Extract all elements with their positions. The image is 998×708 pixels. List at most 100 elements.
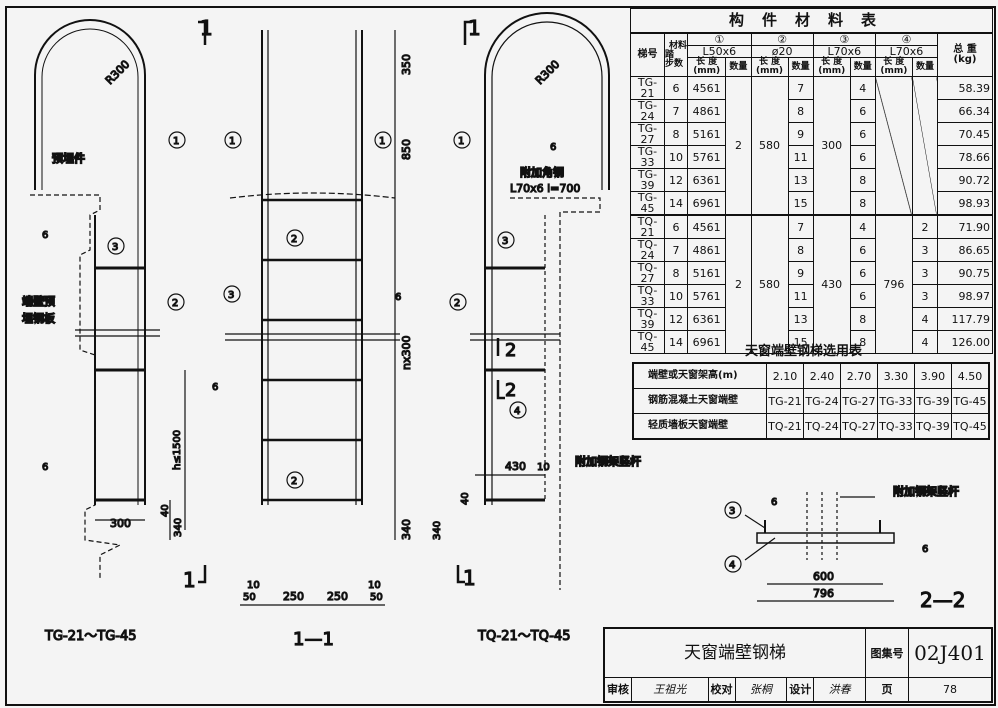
weld-label: 6 bbox=[395, 292, 401, 303]
part-callout-3: 3 bbox=[729, 506, 735, 517]
part-4-quantity: 4 bbox=[911, 307, 939, 331]
dim-340: 340 bbox=[173, 518, 184, 537]
extra-angle-spec: L70x6 l=700 bbox=[510, 182, 580, 195]
detail-2-2 bbox=[744, 492, 895, 602]
tg-ladder-elevation bbox=[30, 19, 186, 580]
part-callout-4: 4 bbox=[729, 560, 735, 571]
row-label: 轻质墙板天窗端壁 bbox=[632, 413, 767, 440]
atlas-number: 02J401 bbox=[908, 627, 993, 678]
weld-label: 6 bbox=[922, 544, 928, 555]
total-weight: 78.66 bbox=[937, 145, 993, 169]
part-3-spec: L70x6 bbox=[812, 45, 876, 58]
material-table-title: 构件材料表 bbox=[630, 8, 993, 34]
dim-50: 50 bbox=[370, 592, 383, 603]
atlas-label: 图集号 bbox=[865, 627, 909, 678]
check-signature: 张桐 bbox=[734, 677, 788, 702]
view-caption-1-1: 1—1 bbox=[293, 629, 334, 650]
dim-300: 300 bbox=[110, 517, 131, 530]
ladder-id: TG-24 bbox=[630, 99, 665, 123]
dim-850: 850 bbox=[400, 139, 413, 160]
part-callout-3: 3 bbox=[502, 236, 508, 247]
total-weight: 90.75 bbox=[937, 261, 993, 285]
section-1-1-ladder bbox=[225, 30, 400, 606]
total-weight: 71.90 bbox=[937, 214, 993, 239]
dim-40: 40 bbox=[160, 504, 171, 517]
header-weight-unit: (kg) bbox=[953, 54, 977, 65]
drawing-frame bbox=[5, 6, 996, 706]
part-2-quantity: 9 bbox=[787, 261, 814, 285]
table-cell: TG-45 bbox=[950, 388, 990, 414]
page-number: 78 bbox=[908, 677, 993, 702]
part-4-quantity bbox=[911, 76, 939, 216]
part-2-spec: ø20 bbox=[750, 45, 814, 58]
part-2-quantity: 7 bbox=[787, 214, 814, 239]
total-weight: 98.97 bbox=[937, 284, 993, 308]
part-3-quantity: 8 bbox=[849, 191, 876, 216]
part-3-quantity: 6 bbox=[849, 261, 876, 285]
ladder-id: TG-27 bbox=[630, 122, 665, 146]
part-2-length: 580 bbox=[750, 76, 789, 216]
weld-label: 6 bbox=[212, 382, 218, 393]
part-3-length: 300 bbox=[812, 76, 851, 216]
page-label: 页 bbox=[865, 677, 909, 702]
part-3-no: ③ bbox=[812, 32, 876, 46]
header-quantity: 数量 bbox=[787, 57, 814, 77]
part-4-spec: L70x6 bbox=[874, 45, 939, 58]
header-length-label: 长 度 bbox=[821, 57, 843, 67]
part-2-quantity: 11 bbox=[787, 145, 814, 169]
part-2-quantity: 11 bbox=[787, 284, 814, 308]
step-count: 6 bbox=[664, 76, 688, 100]
header-length: 长 度(mm) bbox=[750, 57, 789, 77]
material-table: 构件材料表 梯号 材料 踏 步数 ① ② ③ ④ 总 重 (kg) L50x6 … bbox=[630, 8, 993, 354]
section-mark-1: 1 bbox=[200, 16, 213, 40]
header-weight-label: 总 重 bbox=[953, 44, 977, 55]
part-3-quantity: 6 bbox=[849, 122, 876, 146]
part-callout-1: 1 bbox=[173, 136, 179, 147]
height-limit-label: h≤1500 bbox=[172, 430, 183, 470]
table-cell: TG-33 bbox=[876, 388, 915, 414]
part-1-no: ① bbox=[687, 32, 752, 46]
part-callout-2: 2 bbox=[291, 234, 297, 245]
part-1-length: 4561 bbox=[686, 76, 727, 100]
dim-340: 340 bbox=[400, 519, 413, 540]
header-length: 长 度(mm) bbox=[812, 57, 851, 77]
header-ladder: 梯号 bbox=[630, 32, 665, 77]
table-cell: TQ-27 bbox=[839, 413, 878, 440]
part-1-length: 4561 bbox=[686, 214, 727, 239]
dim-10: 10 bbox=[247, 580, 260, 591]
step-count: 10 bbox=[664, 145, 688, 169]
design-signature: 洪春 bbox=[813, 677, 866, 702]
ladder-id: TG-21 bbox=[630, 76, 665, 100]
header-length: 长 度(mm) bbox=[686, 57, 727, 77]
review-label: 审核 bbox=[603, 677, 632, 702]
part-1-length: 4861 bbox=[686, 238, 727, 262]
wall-plate-label: 端壁预 bbox=[22, 294, 55, 308]
table-cell: 2.40 bbox=[802, 362, 841, 389]
dim-nx300: nx300 bbox=[400, 336, 413, 370]
header-length-label: 长 度 bbox=[696, 57, 718, 67]
check-label: 校对 bbox=[707, 677, 736, 702]
part-3-quantity: 8 bbox=[849, 168, 876, 192]
ladder-id: TG-39 bbox=[630, 168, 665, 192]
ladder-id: TQ-21 bbox=[630, 214, 665, 239]
ladder-id: TQ-39 bbox=[630, 307, 665, 331]
section-mark-1: 1 bbox=[468, 16, 481, 40]
dim-350: 350 bbox=[400, 54, 413, 75]
table-cell: 4.50 bbox=[950, 362, 990, 389]
part-1-length: 6361 bbox=[686, 168, 727, 192]
header-steps: 材料 踏 步数 bbox=[664, 32, 688, 77]
part-callout-3: 3 bbox=[112, 242, 118, 253]
dim-10: 10 bbox=[368, 580, 381, 591]
radius-label: R300 bbox=[103, 58, 132, 87]
